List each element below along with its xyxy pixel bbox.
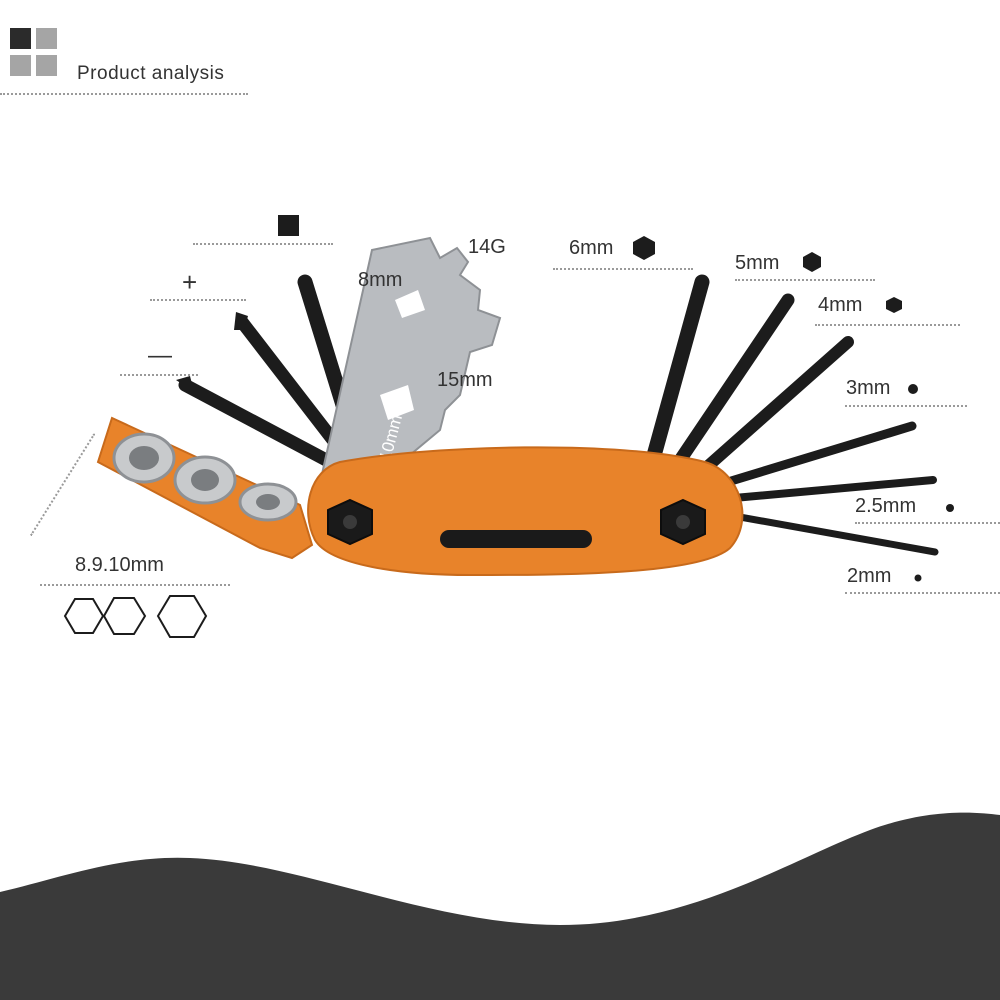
hex-6mm-label: 6mm (569, 237, 614, 259)
spoke-wrench-plate (316, 236, 502, 493)
hex-key-3mm (703, 421, 917, 493)
flat-label: — (148, 342, 172, 369)
leader-3mm (845, 405, 967, 407)
header-divider (0, 93, 248, 95)
bottom-wave (0, 812, 1000, 1000)
logo-square-top-right (36, 28, 57, 49)
leader-phillips (150, 299, 246, 301)
phillips-label: + (182, 267, 198, 297)
hex-4mm-label: 4mm (818, 294, 863, 316)
hex-2mm-label: 2mm (847, 565, 892, 587)
hex-keys (642, 274, 939, 556)
hex-2-5mm-label: 2.5mm (855, 495, 917, 517)
hex-2-5mm-icon (946, 504, 954, 512)
flat-tip (176, 376, 194, 392)
sockets-label: 8.9.10mm (75, 554, 164, 576)
logo-square-bottom-right (36, 55, 57, 76)
socket-hex-9mm-icon (102, 597, 147, 635)
hex-5mm-label: 5mm (735, 252, 780, 274)
wrench-15mm-label: 15mm (437, 369, 493, 391)
hex-6mm-icon (633, 236, 655, 260)
leader-flat (120, 374, 198, 376)
wrench-notch (395, 290, 425, 318)
socket-hex-10mm-icon (156, 595, 208, 638)
hex-3mm-label: 3mm (846, 377, 891, 399)
leader-4mm (815, 324, 960, 326)
flat-bit (178, 378, 352, 477)
hex-key-6mm (642, 274, 710, 478)
page-title: Product analysis (77, 63, 225, 84)
hex-key-5mm (661, 293, 795, 485)
leader-5mm (735, 279, 875, 281)
wrench-8mm-label: 8mm (358, 269, 403, 291)
leader-2-5mm (855, 522, 1000, 524)
leader-sockets (40, 584, 230, 586)
wrench-notch-2 (380, 385, 414, 420)
leader-square-drive (193, 243, 333, 245)
tool-body (307, 446, 744, 577)
wrench-14g-label: 14G (468, 236, 506, 258)
hex-4mm-icon (886, 297, 902, 313)
hex-3mm-icon (908, 384, 918, 394)
square-drive-icon (278, 215, 299, 236)
hex-2mm-icon (914, 574, 922, 582)
socket-hex-8mm-icon (63, 598, 105, 634)
logo-square-top-left (10, 28, 31, 49)
hex-5mm-icon (803, 252, 821, 272)
leader-2mm (845, 592, 1000, 594)
phillips-tip (234, 312, 248, 330)
logo-square-bottom-left (10, 55, 31, 76)
leader-6mm (553, 268, 693, 270)
body-slot (440, 530, 592, 548)
hex-key-2mm (708, 508, 939, 556)
hex-key-4mm (684, 336, 854, 488)
hex-key-2-5mm (708, 476, 937, 504)
